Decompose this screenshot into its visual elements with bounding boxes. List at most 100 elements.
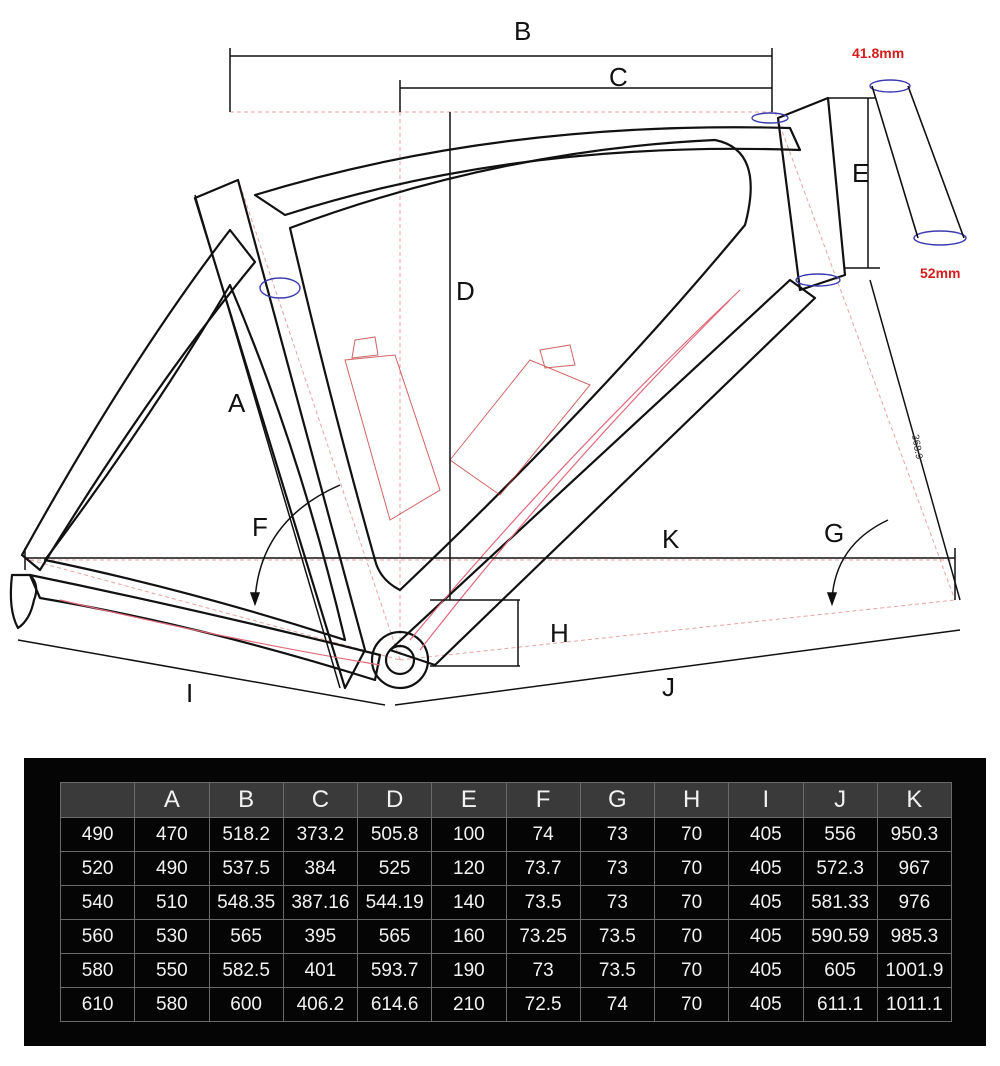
value-cell-k: 950.3 [876, 817, 953, 852]
value-cell-h: 70 [653, 817, 730, 852]
value-cell-i: 405 [728, 817, 804, 852]
value-cell-j: 590.59 [802, 919, 878, 954]
value-cell-e: 100 [431, 817, 507, 852]
bike-frame [9, 96, 847, 690]
value-cell-k: 1011.1 [876, 987, 953, 1022]
guide-lines [29, 111, 956, 661]
column-header-h: H [653, 782, 730, 818]
value-cell-g: 73 [579, 817, 656, 852]
value-cell-k: 967 [876, 851, 953, 886]
value-cell-g: 73.5 [579, 953, 656, 988]
value-cell-a: 580 [134, 987, 210, 1022]
value-cell-e: 160 [431, 919, 507, 954]
column-header-size [59, 782, 136, 818]
value-cell-h: 70 [653, 851, 730, 886]
label-f: F [252, 512, 268, 542]
value-cell-e: 140 [431, 885, 507, 920]
column-header-k: K [876, 782, 953, 818]
value-cell-b: 582.5 [208, 953, 284, 988]
label-k: K [662, 524, 680, 554]
headset-bearings [259, 79, 967, 299]
value-cell-c: 406.2 [282, 987, 359, 1022]
column-header-c: C [282, 782, 359, 818]
value-cell-b: 565 [208, 919, 284, 954]
label-d: D [456, 276, 475, 306]
top-diameter-label: 41.8mm [852, 45, 904, 61]
size-cell: 560 [59, 919, 136, 954]
column-header-g: G [579, 782, 656, 818]
water-bottles [344, 336, 591, 521]
value-cell-c: 395 [282, 919, 359, 954]
value-cell-g: 73.5 [579, 919, 656, 954]
value-cell-f: 73.7 [505, 851, 581, 886]
value-cell-c: 401 [282, 953, 359, 988]
label-h: H [550, 618, 569, 648]
column-header-e: E [431, 782, 507, 818]
value-cell-f: 72.5 [505, 987, 581, 1022]
label-i: I [186, 678, 193, 708]
value-cell-k: 976 [876, 885, 953, 920]
size-cell: 610 [59, 987, 136, 1022]
size-cell: 580 [59, 953, 136, 988]
value-cell-e: 120 [431, 851, 507, 886]
value-cell-i: 405 [728, 919, 804, 954]
label-b: B [514, 16, 531, 46]
value-cell-d: 544.19 [356, 885, 433, 920]
value-cell-c: 373.2 [282, 817, 359, 852]
value-cell-j: 605 [802, 953, 878, 988]
value-cell-g: 73 [579, 885, 656, 920]
value-cell-j: 611.1 [802, 987, 878, 1022]
cable-routing [59, 289, 741, 666]
column-header-d: D [356, 782, 433, 818]
value-cell-b: 537.5 [208, 851, 284, 886]
column-header-a: A [134, 782, 210, 818]
size-cell: 490 [59, 817, 136, 852]
value-cell-a: 510 [134, 885, 210, 920]
value-cell-f: 73.5 [505, 885, 581, 920]
column-header-b: B [208, 782, 284, 818]
value-cell-f: 73.25 [505, 919, 581, 954]
value-cell-d: 593.7 [356, 953, 433, 988]
label-j: J [662, 672, 675, 702]
value-cell-i: 405 [728, 953, 804, 988]
value-cell-h: 70 [653, 885, 730, 920]
frame-geometry-diagram: B C D E A F G K H I J 41.8mm 52mm 368.9 [9, 16, 967, 708]
value-cell-g: 73 [579, 851, 656, 886]
value-cell-g: 74 [579, 987, 656, 1022]
value-cell-f: 74 [505, 817, 581, 852]
bottom-diameter-label: 52mm [920, 265, 960, 281]
size-cell: 520 [59, 851, 136, 886]
value-cell-b: 548.35 [208, 885, 284, 920]
value-cell-k: 985.3 [876, 919, 953, 954]
value-cell-b: 600 [208, 987, 284, 1022]
value-cell-a: 490 [134, 851, 210, 886]
value-cell-i: 405 [728, 987, 804, 1022]
size-cell: 540 [59, 885, 136, 920]
fork-length-label: 368.9 [909, 434, 924, 461]
value-cell-i: 405 [728, 885, 804, 920]
label-a: A [228, 388, 246, 418]
value-cell-i: 405 [728, 851, 804, 886]
value-cell-j: 556 [802, 817, 878, 852]
value-cell-h: 70 [653, 919, 730, 954]
column-header-i: I [728, 782, 804, 818]
value-cell-k: 1001.9 [876, 953, 953, 988]
value-cell-j: 572.3 [802, 851, 878, 886]
value-cell-d: 614.6 [356, 987, 433, 1022]
value-cell-f: 73 [505, 953, 581, 988]
label-g: G [824, 518, 844, 548]
value-cell-a: 470 [134, 817, 210, 852]
value-cell-d: 565 [356, 919, 433, 954]
value-cell-c: 387.16 [282, 885, 359, 920]
label-e: E [852, 158, 869, 188]
label-c: C [609, 62, 628, 92]
value-cell-e: 190 [431, 953, 507, 988]
